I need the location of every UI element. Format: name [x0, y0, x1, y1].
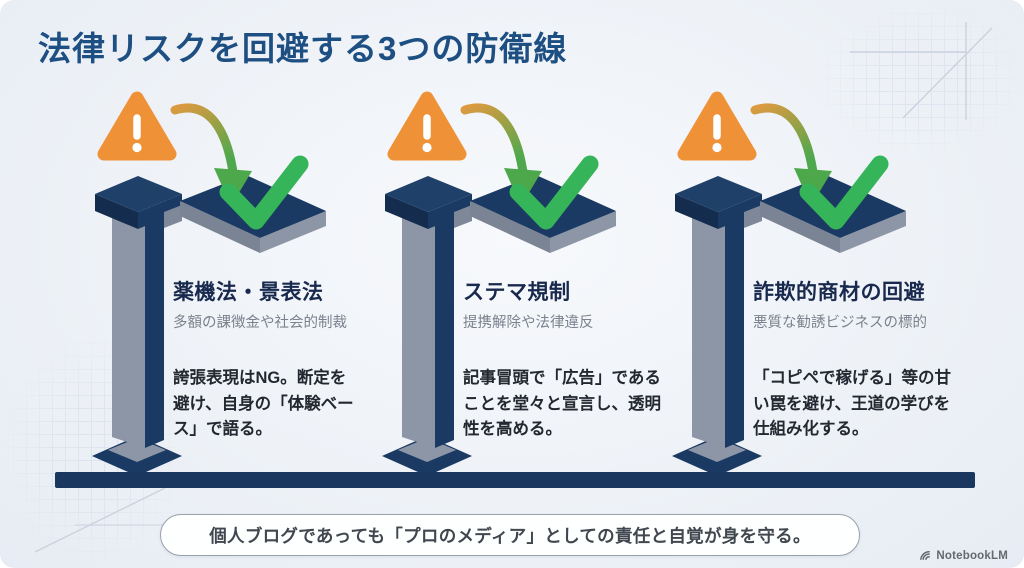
notebooklm-label: NotebookLM [936, 549, 1008, 562]
defense-column-3: 詐欺的商材の回避 悪質な勧誘ビジネスの標的 「コピペで稼げる」等の甘い罠を避け、… [640, 88, 951, 480]
notebooklm-watermark: NotebookLM [919, 549, 1008, 562]
column-description-2: 記事冒頭で「広告」であることを堂々と宣言し、透明性を高める。 [463, 369, 661, 439]
defense-column-1: 薬機法・景表法 多額の課徴金や社会的制裁 誇張表現はNG。断定を避け、自身の「体… [60, 88, 354, 480]
defense-column-2: ステマ規制 提携解除や法律違反 記事冒頭で「広告」であることを堂々と宣言し、透明… [350, 88, 661, 480]
column-text-3: 詐欺的商材の回避 悪質な勧誘ビジネスの標的 「コピペで稼げる」等の甘い罠を避け、… [753, 276, 951, 443]
footer-banner: 個人ブログであっても「プロのメディア」としての責任と自覚が身を守る。 [160, 514, 860, 556]
column-subheading-3: 悪質な勧誘ビジネスの標的 [753, 315, 927, 331]
notebooklm-icon [920, 551, 931, 560]
column-description-3: 「コピペで稼げる」等の甘い罠を避け、王道の学びを仕組み化する。 [753, 369, 951, 439]
page-title: 法律リスクを回避する3つの防衛線 [38, 30, 568, 67]
column-heading-2: ステマ規制 [463, 281, 571, 304]
column-heading-3: 詐欺的商材の回避 [753, 281, 925, 304]
column-subheading-1: 多額の課徴金や社会的制裁 [173, 315, 347, 331]
column-description-1: 誇張表現はNG。断定を避け、自身の「体験ベース」で語る。 [173, 369, 354, 439]
column-heading-1: 薬機法・景表法 [173, 281, 324, 304]
baseline-bar [55, 472, 975, 488]
column-text-1: 薬機法・景表法 多額の課徴金や社会的制裁 誇張表現はNG。断定を避け、自身の「体… [173, 276, 354, 443]
footer-banner-text: 個人ブログであっても「プロのメディア」としての責任と自覚が身を守る。 [209, 525, 811, 546]
column-text-2: ステマ規制 提携解除や法律違反 記事冒頭で「広告」であることを堂々と宣言し、透明… [463, 276, 661, 443]
column-subheading-2: 提携解除や法律違反 [463, 315, 594, 331]
